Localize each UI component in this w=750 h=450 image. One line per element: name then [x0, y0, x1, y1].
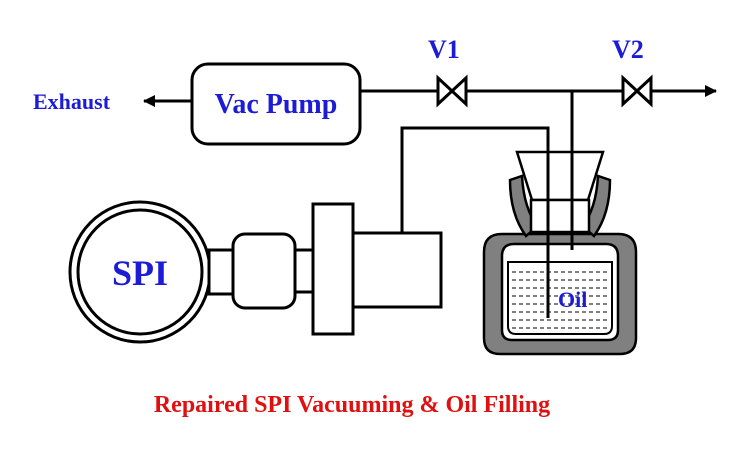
vessel-stopper [515, 150, 605, 234]
valve-v1 [436, 74, 468, 108]
v2-label: V2 [612, 35, 644, 64]
adapter-body [351, 231, 443, 309]
v1-label: V1 [428, 35, 460, 64]
gauge-nut [231, 232, 297, 310]
exhaust-label: Exhaust [33, 89, 111, 114]
oil-label: Oil [558, 287, 587, 312]
vac-pump-label: Vac Pump [215, 89, 338, 120]
diagram-caption: Repaired SPI Vacuuming & Oil Filling [154, 392, 550, 418]
gauge-coupling [293, 248, 315, 294]
valve-v2 [621, 74, 653, 108]
spi-label: SPI [112, 253, 168, 293]
adapter-flange [311, 202, 355, 336]
spi-gauge-inner [76, 208, 204, 336]
vac-pump-box [190, 62, 362, 146]
gauge-stem [207, 248, 235, 296]
